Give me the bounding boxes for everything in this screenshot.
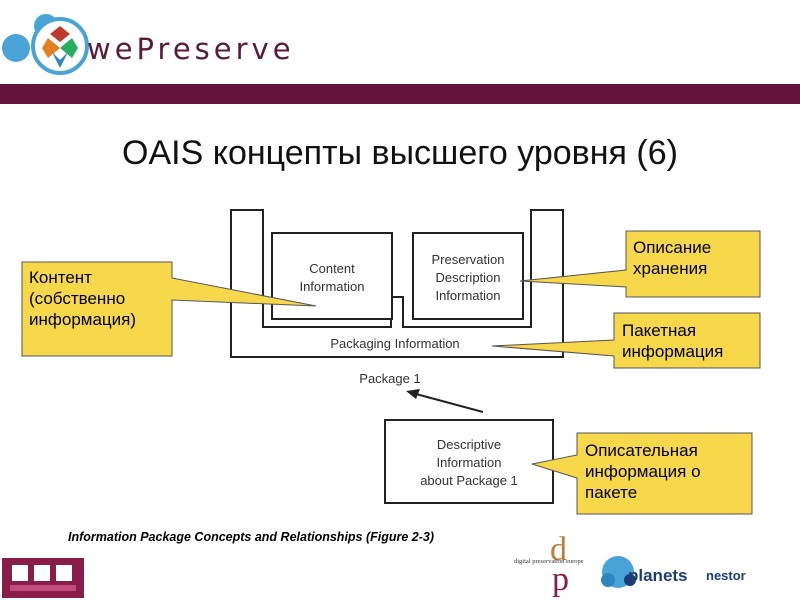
descriptive-information-line: about Package 1	[420, 473, 518, 488]
wepreserve-logo-text: wePreserve	[87, 32, 295, 66]
figure-caption: Information Package Concepts and Relatio…	[68, 530, 435, 544]
content-information-label: Content Information	[272, 260, 392, 296]
packaging-information-label: Packaging Information	[330, 336, 460, 351]
svg-text:p: p	[552, 561, 569, 598]
descriptive-arrow-line	[415, 393, 484, 413]
eu-tile-icon	[12, 565, 28, 581]
callout-packaging-shape	[491, 312, 761, 369]
descriptive-information-label: Descriptive Information about Package 1	[385, 436, 553, 490]
callout-content-line: Контент	[29, 268, 92, 287]
descriptive-information-line: Descriptive	[436, 437, 502, 452]
callout-preservation-line: Описание	[633, 238, 712, 257]
callout-descriptive-line: Описательная	[585, 441, 698, 460]
callout-content-line: информация)	[29, 310, 137, 329]
svg-text:d: d	[550, 531, 567, 568]
callout-descriptive-line: информация о	[585, 462, 701, 481]
eu-tile-icon	[34, 565, 50, 581]
callout-preservation-line: хранения	[633, 259, 708, 278]
callout-preservation: Описание хранения	[633, 237, 711, 279]
preservation-description-box	[412, 232, 524, 320]
eu-logo-strip	[10, 585, 76, 591]
callout-content: Контент (собственно информация)	[29, 267, 136, 330]
content-information-line: Information	[299, 279, 365, 294]
descriptive-information-line: Information	[436, 455, 502, 470]
planets-logo-text: planets	[628, 566, 688, 585]
preservation-description-line: Information	[435, 288, 501, 303]
eu-tile-icon	[56, 565, 72, 581]
callout-descriptive-shape	[531, 432, 753, 515]
dpe-logo-icon: d p	[550, 531, 569, 598]
eu-programme-logo	[2, 558, 84, 598]
header-bar	[0, 84, 800, 104]
package-label: Package 1	[359, 371, 421, 386]
planets-logo-icon	[601, 556, 636, 588]
callout-descriptive: Описательная информация о пакете	[585, 440, 701, 503]
preservation-description-line: Description	[435, 270, 501, 285]
wepreserve-logo-icon	[2, 14, 89, 75]
descriptive-information-box	[384, 419, 554, 504]
callout-content-line: (собственно	[29, 289, 126, 308]
package-outline	[230, 209, 564, 358]
nestor-logo-text: nestor	[706, 568, 746, 583]
descriptive-arrow-head	[406, 389, 420, 399]
dpe-logo-text: digital preservation europe	[514, 558, 584, 565]
preservation-description-line: Preservation	[431, 252, 505, 267]
slide-title: OAIS концепты высшего уровня (6)	[122, 134, 678, 172]
callout-preservation-shape	[519, 230, 761, 298]
callout-descriptive-line: пакете	[585, 483, 638, 502]
callout-packaging: Пакетная информация	[622, 320, 723, 362]
wepreserve-logo	[0, 0, 300, 90]
callout-packaging-line: информация	[622, 342, 724, 361]
content-information-line: Content	[309, 261, 355, 276]
header-background	[0, 0, 800, 84]
callout-content-shape	[21, 261, 317, 357]
callout-packaging-line: Пакетная	[622, 321, 697, 340]
preservation-description-label: Preservation Description Information	[413, 251, 523, 305]
